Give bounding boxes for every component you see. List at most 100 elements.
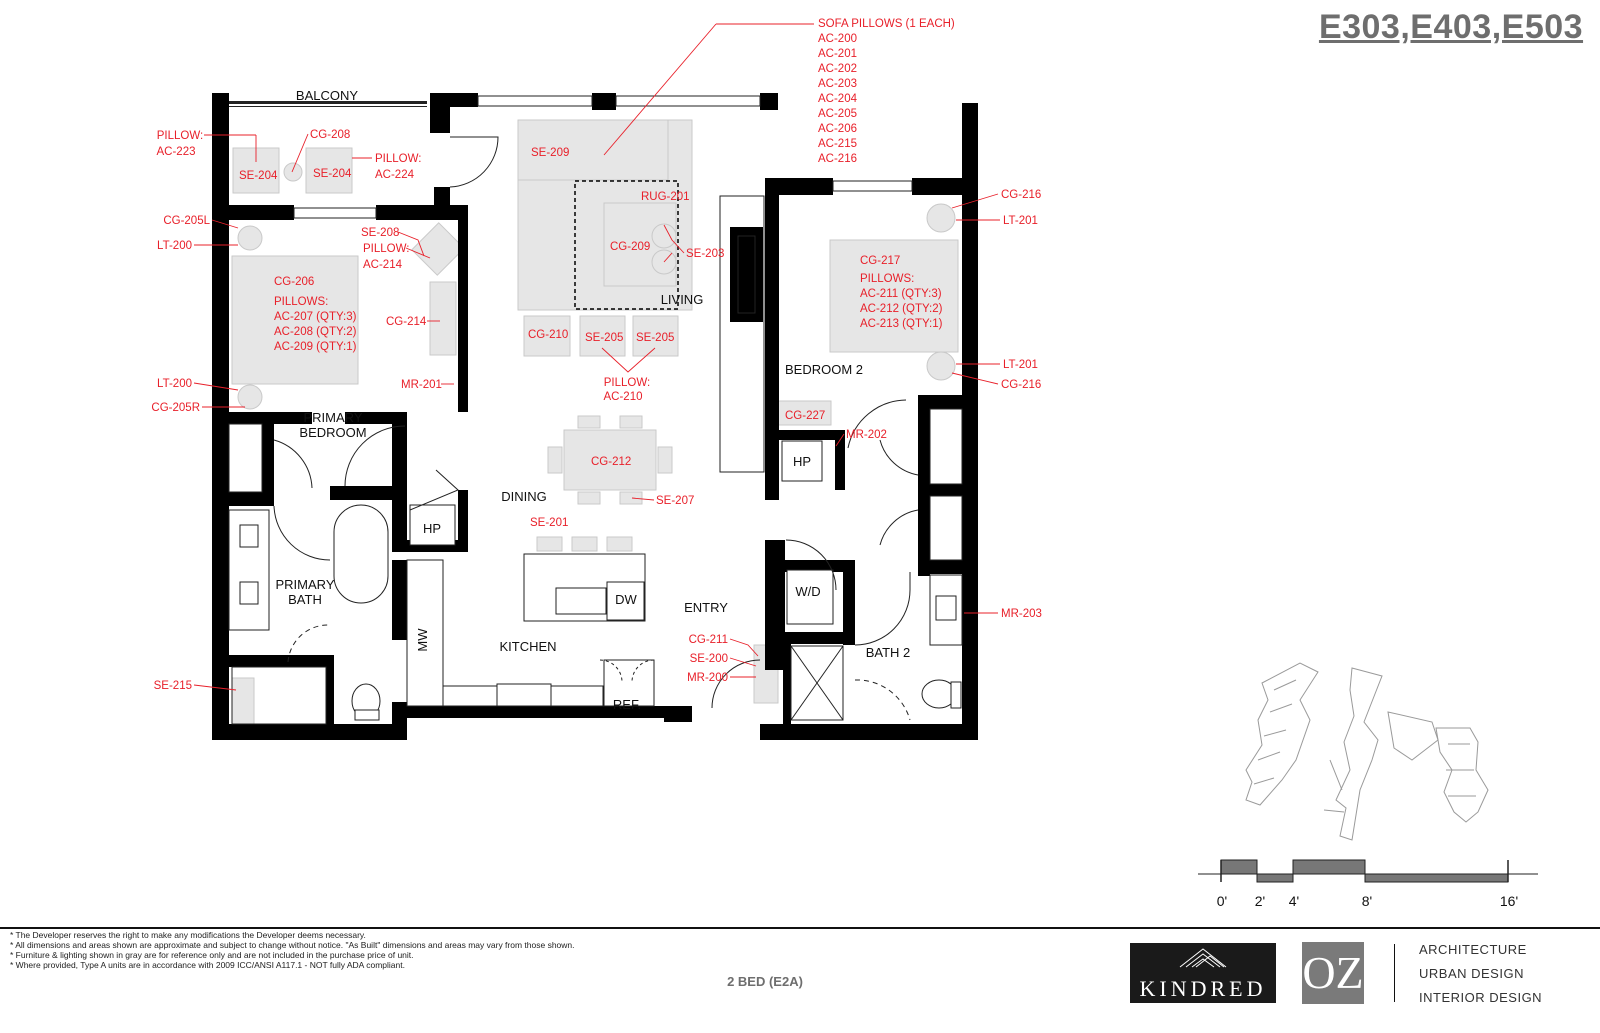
tag-se204: SE-204	[239, 170, 278, 182]
footer-divider	[0, 927, 1600, 929]
dining-chair	[657, 446, 673, 474]
tag-cg211: CG-211	[689, 634, 728, 646]
tag-rug201: RUG-201	[641, 191, 690, 203]
disclaimer-line: * Where provided, Type A units are in ac…	[10, 960, 405, 970]
kitchen-sink	[555, 587, 607, 615]
nightstand-lamp	[926, 351, 956, 381]
chair	[579, 315, 626, 357]
tag-se205: SE-205	[636, 332, 674, 344]
shower-bench	[231, 677, 255, 725]
mountain-icon	[1179, 948, 1227, 968]
unit-type-label: 2 BED (E2A)	[727, 974, 803, 989]
room-living: LIVING	[661, 292, 704, 307]
disclaimer-line: * The Developer reserves the right to ma…	[10, 930, 366, 940]
nightstand-lamp	[926, 203, 956, 233]
tag-se205: SE-205	[585, 332, 623, 344]
balcony-chair	[305, 147, 353, 194]
furniture-layer	[231, 119, 959, 725]
tag-lt200: LT-200	[157, 378, 192, 390]
tag-cg210: CG-210	[528, 329, 568, 341]
kindred-logo: KINDRED	[1130, 943, 1276, 1003]
tag-cg216: CG-216	[1001, 379, 1041, 391]
chair	[632, 315, 679, 357]
tag-pillow-label: PILLOW:	[157, 130, 203, 142]
tag-cg208: CG-208	[310, 129, 350, 141]
room-labels: BALCONY LIVING BEDROOM 2 PRIMARY BEDROOM…	[276, 88, 911, 712]
scale-label: 4'	[1289, 893, 1299, 909]
label-wd: W/D	[795, 584, 820, 599]
dining-chair	[577, 491, 601, 505]
tag-sofa-pillow: AC-202	[818, 63, 857, 75]
tag-cg214: CG-214	[386, 316, 427, 328]
scale-label: 16'	[1500, 893, 1518, 909]
dining-chair	[619, 415, 643, 429]
tag-mr200: MR-200	[687, 672, 728, 684]
disclaimer-notes: * The Developer reserves the right to ma…	[10, 930, 770, 970]
room-bedroom2: BEDROOM 2	[785, 362, 863, 377]
chair	[523, 315, 571, 357]
tag-ac224: AC-224	[375, 169, 415, 181]
tag-cg227: CG-227	[785, 410, 825, 422]
walls	[212, 93, 978, 740]
room-entry: ENTRY	[684, 600, 728, 615]
service-architecture: ARCHITECTURE	[1419, 942, 1527, 957]
tag-pillows-label: PILLOWS:	[274, 296, 328, 308]
tag-sofa-pillow: AC-204	[818, 93, 858, 105]
tag-pillow-label: PILLOW:	[375, 153, 421, 165]
room-bath2: BATH 2	[866, 645, 911, 660]
bathtub	[333, 504, 389, 604]
tag-cg216: CG-216	[1001, 189, 1041, 201]
tag-ac223: AC-223	[157, 146, 196, 158]
label-hp: HP	[423, 521, 441, 536]
tag-se204: SE-204	[313, 168, 352, 180]
dining-chair	[577, 415, 601, 429]
tag-ac211: AC-211 (QTY:3)	[860, 288, 942, 300]
bar-stool	[606, 536, 633, 552]
room-primary-bedroom-2: BEDROOM	[299, 425, 366, 440]
room-primary-bath-1: PRIMARY	[276, 577, 335, 592]
refrigerator	[603, 659, 655, 707]
tag-cg205l: CG-205L	[163, 215, 210, 227]
tag-lt200: LT-200	[157, 240, 192, 252]
tag-mr203: MR-203	[1001, 608, 1042, 620]
dining-table	[563, 429, 657, 491]
tag-pillow-label: PILLOW:	[363, 243, 409, 255]
tag-se201: SE-201	[530, 517, 568, 529]
tag-pillows-label: PILLOWS:	[860, 273, 914, 285]
room-primary-bath-2: BATH	[288, 592, 322, 607]
bar-stool	[536, 536, 563, 552]
bar-stool	[571, 536, 598, 552]
room-balcony: BALCONY	[296, 88, 358, 103]
tag-ac208: AC-208 (QTY:2)	[274, 326, 357, 338]
key-plan	[1245, 662, 1489, 841]
range	[496, 683, 552, 707]
tag-mr201: MR-201	[401, 379, 442, 391]
tag-pillow-label: PILLOW:	[604, 377, 650, 389]
sofa-cushion	[517, 119, 669, 181]
oz-logo: OZ	[1302, 942, 1364, 1004]
washer-dryer	[786, 569, 834, 625]
tag-se215: SE-215	[154, 680, 192, 692]
unit-codes-title: E303,E403,E503	[1318, 8, 1584, 46]
label-hp-2: HP	[793, 454, 811, 469]
tag-sofa-pillow: AC-216	[818, 153, 857, 165]
tag-ac214: AC-214	[363, 259, 403, 271]
hp-closet	[409, 504, 456, 546]
tag-sofa-pillow: AC-200	[818, 33, 857, 45]
balcony-table	[283, 162, 303, 182]
side-table	[651, 223, 677, 249]
tag-lt201: LT-201	[1003, 215, 1038, 227]
dining-chair	[619, 491, 643, 505]
label-ref: REF.	[613, 697, 641, 712]
tag-sofa-pillow: AC-215	[818, 138, 857, 150]
logo-divider	[1394, 944, 1395, 1002]
tag-mr202: MR-202	[846, 429, 887, 441]
scale-label: 2'	[1255, 893, 1265, 909]
bedroom2-bed	[829, 239, 959, 353]
rug-outline	[574, 180, 679, 310]
tag-ac207: AC-207 (QTY:3)	[274, 311, 357, 323]
room-kitchen: KITCHEN	[499, 639, 556, 654]
nightstand-lamp	[237, 384, 263, 410]
tag-lt201: LT-201	[1003, 359, 1038, 371]
